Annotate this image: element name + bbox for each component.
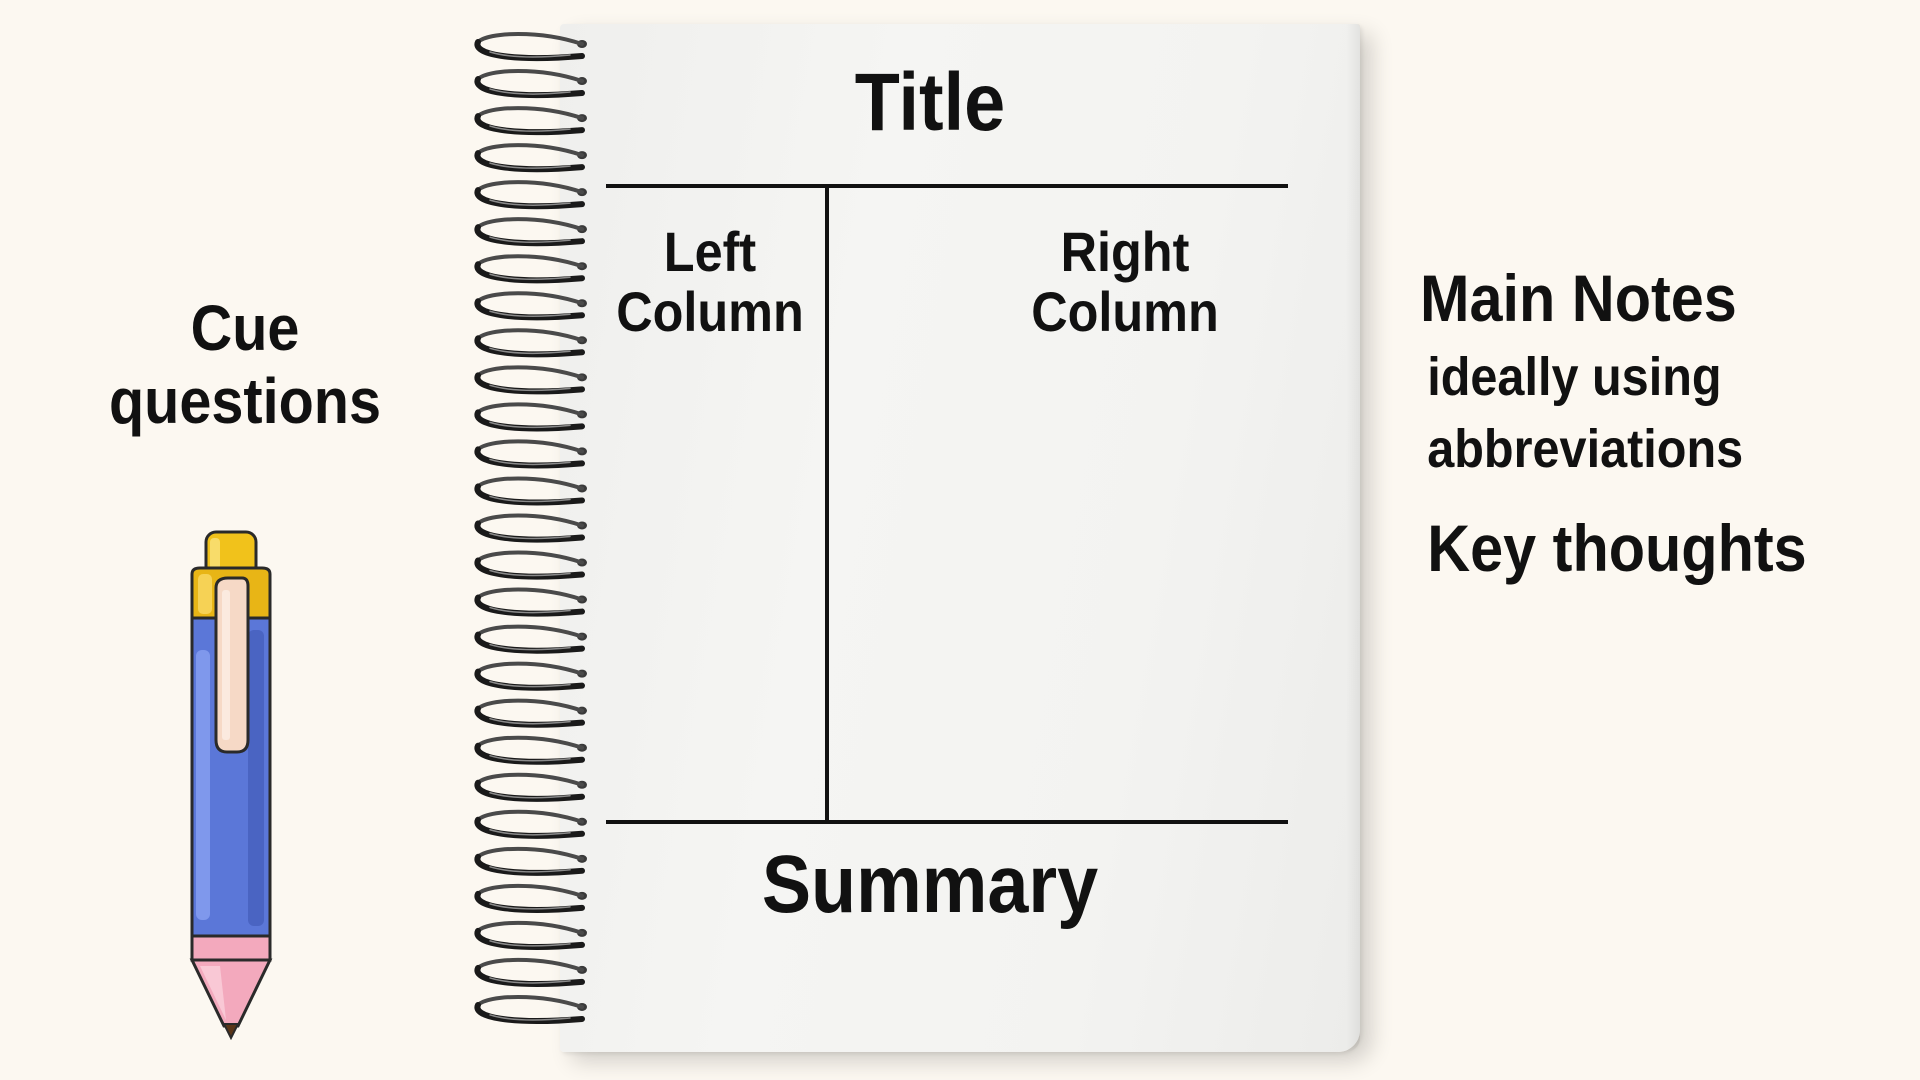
spiral-coil (474, 402, 587, 432)
spiral-coil (474, 624, 587, 654)
cue-questions-label: Cue questions (79, 292, 412, 438)
summary-label: Summary (761, 839, 1099, 930)
left-column-label-line-2: Column (616, 279, 804, 343)
spiral-coil (474, 587, 587, 617)
column-divider-line (825, 186, 829, 822)
main-notes-subtext-line-2: abbreviations (1427, 419, 1744, 480)
notebook-page (560, 24, 1360, 1052)
main-notes-panel: Main Notes ideally using abbreviations K… (1420, 262, 1834, 585)
spiral-coil (474, 217, 587, 247)
summary-divider-line (606, 820, 1288, 824)
right-column-label-line-2: Column (1031, 279, 1219, 343)
spiral-coil (474, 254, 587, 284)
spiral-coil (474, 735, 587, 765)
left-column-label-line-1: Left (663, 220, 757, 283)
spiral-coil (474, 106, 587, 136)
spiral-coil (474, 143, 587, 173)
spiral-coil (474, 513, 587, 543)
spiral-coil (474, 698, 587, 728)
cue-label-line-1: Cue (190, 292, 300, 364)
spiral-coil (474, 772, 587, 802)
right-column-label-line-1: Right (1060, 220, 1190, 283)
spiral-coil (474, 328, 587, 358)
title-divider-line (606, 184, 1288, 188)
spiral-coil (474, 957, 587, 987)
main-notes-subtext-line-1: ideally using (1427, 346, 1722, 407)
spiral-coil (474, 550, 587, 580)
spiral-coil (474, 439, 587, 469)
spiral-coil (474, 180, 587, 210)
pen-icon (189, 530, 273, 1040)
spiral-coil (474, 291, 587, 321)
spiral-coil (474, 476, 587, 506)
spiral-coil (474, 69, 587, 99)
spiral-coil (474, 809, 587, 839)
main-notes-heading: Main Notes (1420, 261, 1737, 335)
spiral-coil (474, 661, 587, 691)
spiral-coil (474, 365, 587, 395)
spiral-binding-icon (474, 32, 587, 1024)
cue-label-line-2: questions (108, 364, 382, 437)
main-notes-subtext: ideally using abbreviations (1427, 341, 1834, 487)
key-thoughts-label: Key thoughts (1427, 511, 1807, 586)
spiral-coil (474, 32, 587, 62)
spiral-coil (474, 920, 587, 950)
spiral-coil (474, 995, 587, 1024)
right-column-label: Right Column (990, 222, 1260, 342)
left-column-label: Left Column (611, 222, 809, 342)
notebook-title: Title (854, 57, 1006, 148)
spiral-coil (474, 883, 587, 913)
spiral-coil (474, 846, 587, 876)
